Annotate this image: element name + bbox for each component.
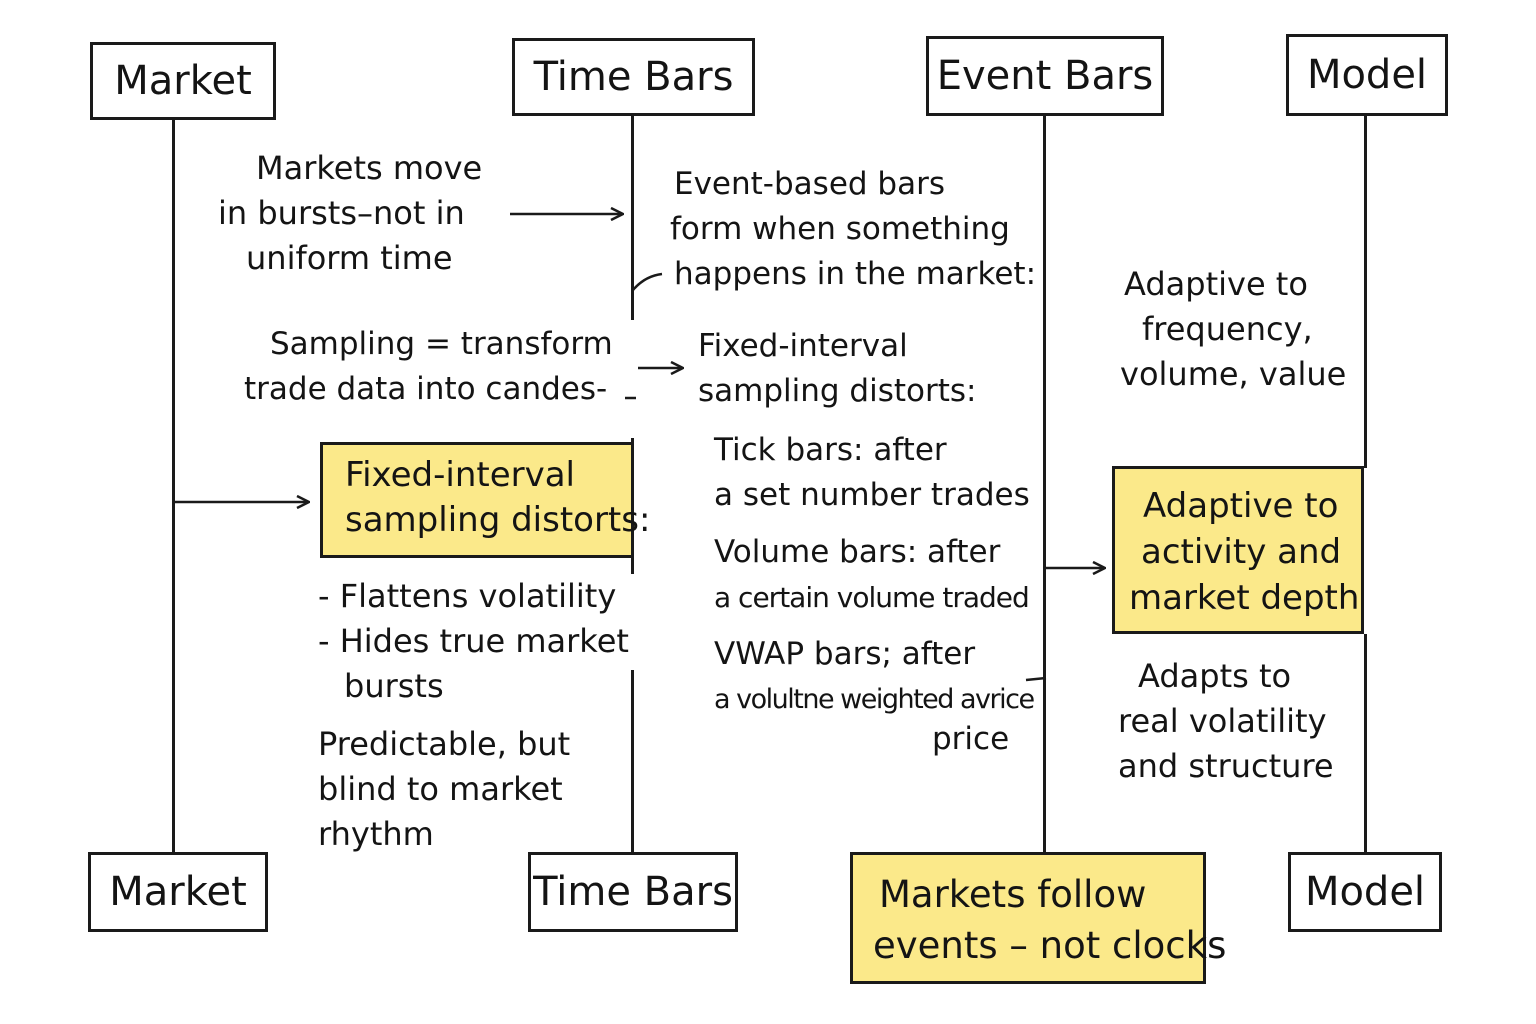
event-based-line-3: happens in the market:	[674, 256, 1037, 292]
sampling-note: Sampling = transform trade data into can…	[244, 322, 613, 412]
model-lifeline-bottom	[1364, 634, 1367, 854]
adaptive-activity-line-3: market depth	[1129, 578, 1360, 618]
vwap-bars-note: VWAP bars; after a volultne weighted avr…	[714, 632, 1035, 757]
time-bars-lifeline-top	[631, 116, 634, 320]
time-bars-lifeline-bottom	[631, 670, 634, 854]
market-actor-bottom: Market	[88, 852, 268, 932]
event-based-note: Event-based bars form when something hap…	[670, 162, 1036, 297]
adapts-real-line-3: and structure	[1118, 747, 1334, 785]
event-bars-label-top: Event Bars	[936, 53, 1154, 99]
model-lifeline-top	[1364, 116, 1367, 468]
fixed-interval-mid-line-1: Fixed-interval	[698, 328, 908, 364]
predictable-line-1: Predictable, but	[318, 725, 571, 763]
vwap-bars-line-1: VWAP bars; after	[714, 636, 976, 672]
time-bars-label-bottom: Time Bars	[533, 869, 733, 915]
adapts-real-note: Adapts to real volatility and structure	[1118, 654, 1334, 789]
vwap-bars-line-2: a volultne weighted avrice	[714, 684, 1035, 715]
adaptive-frequency-line-3: volume, value	[1120, 355, 1347, 393]
model-actor-bottom: Model	[1288, 852, 1442, 932]
adaptive-frequency-line-1: Adaptive to	[1124, 265, 1308, 303]
flattens-line-2: - Hides true market	[318, 622, 629, 660]
adaptive-activity-line-2: activity and	[1141, 532, 1342, 572]
adaptive-activity-line-1: Adaptive to	[1143, 486, 1339, 526]
volume-bars-line-1: Volume bars: after	[714, 534, 1001, 570]
time-bars-actor-top: Time Bars	[512, 38, 755, 116]
flattens-note: - Flattens volatility - Hides true marke…	[318, 574, 629, 709]
vwap-bars-line-3: price	[932, 721, 1010, 757]
bursts-line-3: uniform time	[246, 239, 453, 277]
flattens-line-1: - Flattens volatility	[318, 577, 617, 615]
market-label-bottom: Market	[109, 869, 247, 915]
adapts-real-line-2: real volatility	[1118, 702, 1327, 740]
bursts-line-2: in bursts–not in	[218, 194, 465, 232]
market-label-top: Market	[114, 58, 252, 104]
event-bars-actor-top: Event Bars	[926, 36, 1164, 116]
markets-follow-line-2: events – not clocks	[873, 924, 1227, 967]
adapts-real-line-1: Adapts to	[1138, 657, 1292, 695]
model-label-bottom: Model	[1304, 869, 1426, 915]
predictable-line-3: rhythm	[318, 815, 434, 853]
markets-follow-highlight: Markets follow events – not clocks	[850, 852, 1227, 984]
volume-bars-line-2: a certain volume traded	[714, 581, 1030, 614]
event-based-line-2: form when something	[670, 211, 1010, 247]
predictable-note: Predictable, but blind to market rhythm	[318, 722, 570, 857]
event-bars-lifeline	[1043, 116, 1046, 854]
tick-bars-line-1: Tick bars: after	[714, 432, 947, 468]
markets-follow-line-1: Markets follow	[879, 873, 1147, 916]
fixed-interval-highlight: Fixed-interval sampling distorts:	[320, 442, 651, 558]
predictable-line-2: blind to market	[318, 770, 563, 808]
fixed-interval-box-line-1: Fixed-interval	[345, 455, 575, 495]
sampling-line-1: Sampling = transform	[270, 326, 613, 362]
fixed-interval-mid-note: Fixed-interval sampling distorts:	[698, 324, 977, 414]
bursts-note: Markets move in bursts–not in uniform ti…	[218, 146, 482, 281]
market-lifeline	[172, 118, 175, 854]
event-based-connector	[632, 272, 663, 291]
market-actor-top: Market	[90, 42, 276, 120]
model-actor-top: Model	[1286, 34, 1448, 116]
flattens-line-3: bursts	[344, 667, 444, 705]
volume-bars-note: Volume bars: after a certain volume trad…	[714, 530, 1030, 620]
fixed-interval-box-line-2: sampling distorts:	[345, 500, 651, 540]
model-label-top: Model	[1306, 52, 1428, 98]
time-bars-actor-bottom: Time Bars	[528, 852, 738, 932]
adaptive-frequency-line-2: frequency,	[1142, 310, 1313, 348]
time-bars-label-top: Time Bars	[533, 54, 734, 100]
tick-bars-note: Tick bars: after a set number trades	[714, 428, 1030, 518]
sampling-line-2: trade data into candes-	[244, 371, 608, 407]
adaptive-activity-highlight: Adaptive to activity and market depth	[1112, 466, 1364, 634]
vwap-connector	[1025, 676, 1047, 682]
tick-bars-line-2: a set number trades	[714, 477, 1030, 513]
fixed-interval-mid-line-2: sampling distorts:	[698, 373, 977, 409]
bursts-line-1: Markets move	[256, 149, 483, 187]
adaptive-frequency-note: Adaptive to frequency, volume, value	[1120, 262, 1346, 397]
event-based-line-1: Event-based bars	[674, 166, 945, 202]
